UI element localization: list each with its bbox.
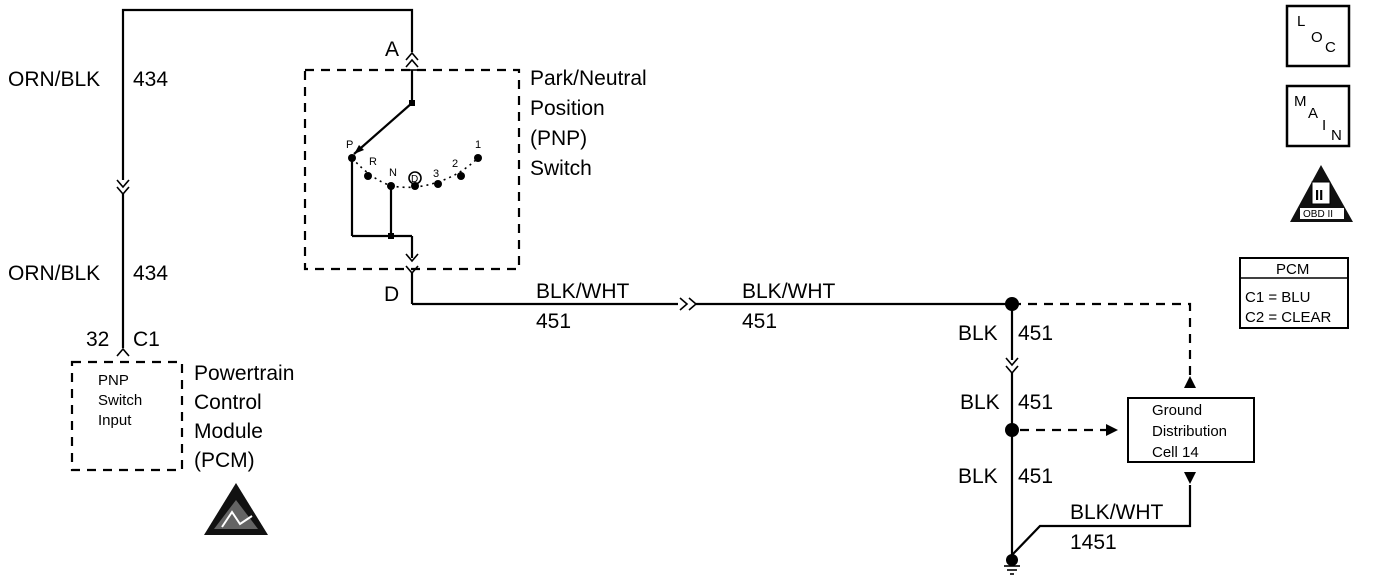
blk-lower-circuit: 451 (1018, 465, 1053, 488)
blk-wht-right-circuit: 451 (742, 310, 777, 333)
orn-blk-top-circuit: 434 (133, 68, 168, 91)
ground-dist-line-2: Distribution (1152, 423, 1227, 440)
blk-lower-color: BLK (958, 465, 998, 488)
main-letter-a: A (1308, 105, 1318, 122)
blk-wht-ground-color: BLK/WHT (1070, 501, 1164, 524)
pnp-pos-n: N (389, 167, 397, 179)
pnp-pos-p: P (346, 139, 353, 151)
loc-letter-o: O (1311, 29, 1323, 46)
obd-ii-icon: II OBD II (1290, 165, 1353, 222)
blk-wht-ground-circuit: 1451 (1070, 531, 1117, 554)
pcm-name-line-3: Module (194, 420, 263, 443)
ground-distribution-links (1012, 302, 1196, 436)
orn-blk-bottom-color: ORN/BLK (8, 262, 100, 285)
blk-middle-color: BLK (960, 391, 1000, 414)
pnp-pos-3: 3 (433, 168, 439, 180)
obd-numeral: II (1315, 187, 1323, 204)
pcm-connector-id: C1 (133, 328, 160, 351)
ground-dist-line-1: Ground (1152, 402, 1202, 419)
pcm-name-line-2: Control (194, 391, 262, 414)
pnp-name-line-1: Park/Neutral (530, 67, 647, 90)
orn-blk-bottom-circuit: 434 (133, 262, 168, 285)
ground-dist-line-3: Cell 14 (1152, 444, 1199, 461)
pcm-name-line-1: Powertrain (194, 362, 294, 385)
blk-middle-circuit: 451 (1018, 391, 1053, 414)
esd-warning-icon (204, 483, 268, 535)
pcm-legend-row-1: C1 = BLU (1245, 289, 1310, 306)
loc-letter-l: L (1297, 13, 1305, 30)
obd-label: OBD II (1303, 209, 1333, 220)
blk-upper-circuit: 451 (1018, 322, 1053, 345)
pcm-input-line-1: PNP (98, 372, 129, 389)
blk-wht-right-color: BLK/WHT (742, 280, 836, 303)
blk-ground-wire (1004, 304, 1196, 575)
pnp-pos-r: R (369, 156, 377, 168)
pnp-pos-2: 2 (452, 158, 458, 170)
orn-blk-wire (116, 8, 414, 357)
main-letter-n: N (1331, 127, 1342, 144)
orn-blk-top-color: ORN/BLK (8, 68, 100, 91)
pcm-name-line-4: (PCM) (194, 449, 255, 472)
ground-distribution-box (1127, 397, 1255, 463)
blk-wht-wire (412, 297, 1019, 311)
pnp-switch-box (303, 68, 521, 271)
pnp-pos-1: 1 (475, 139, 481, 151)
main-icon: M A I N (1285, 84, 1351, 148)
pnp-connector-d: D (384, 283, 399, 306)
main-letter-i: I (1322, 117, 1326, 134)
pnp-name-line-2: Position (530, 97, 605, 120)
pcm-box (70, 360, 184, 472)
pnp-pos-d: D (411, 174, 418, 185)
pcm-input-line-2: Switch (98, 392, 142, 409)
pnp-switch-internals (348, 51, 482, 304)
pnp-name-line-3: (PNP) (530, 127, 587, 150)
blk-wht-left-circuit: 451 (536, 310, 571, 333)
pnp-name-line-4: Switch (530, 157, 592, 180)
loc-icon: L O C (1285, 4, 1351, 68)
pcm-pin-number: 32 (86, 328, 109, 351)
pcm-connector-legend: PCM C1 = BLU C2 = CLEAR (1239, 257, 1349, 329)
pcm-legend-row-2: C2 = CLEAR (1245, 309, 1331, 326)
blk-wht-left-color: BLK/WHT (536, 280, 630, 303)
pnp-connector-a: A (385, 38, 399, 61)
main-letter-m: M (1294, 93, 1307, 110)
pcm-legend-title: PCM (1276, 261, 1309, 278)
loc-letter-c: C (1325, 39, 1336, 56)
pcm-input-line-3: Input (98, 412, 132, 429)
blk-upper-color: BLK (958, 322, 998, 345)
